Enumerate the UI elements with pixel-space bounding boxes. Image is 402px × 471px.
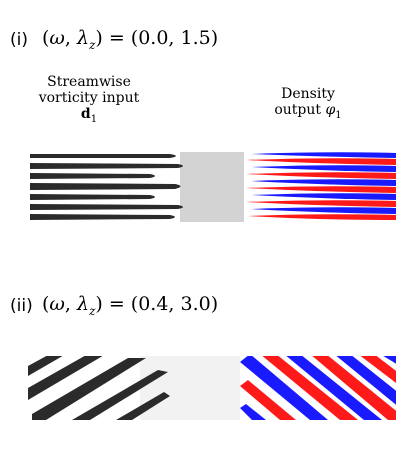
input-label-line1: Streamwise (47, 74, 131, 90)
output-streak-red (246, 186, 396, 193)
input-label-line2: vorticity input (38, 90, 140, 106)
input-streak (116, 392, 170, 420)
panel-ii-center-band (140, 356, 250, 420)
panel-ii-label: (ii) (10, 296, 33, 316)
panel-ii-input-streaks (28, 356, 170, 420)
output-streak-red (246, 200, 396, 207)
input-streak (30, 214, 175, 220)
input-streak (30, 183, 181, 190)
panel-i-visualization (30, 152, 396, 222)
output-streak-red (246, 172, 396, 179)
output-streak-red (312, 356, 396, 420)
output-streak-red (240, 380, 296, 420)
output-streak-red (262, 356, 358, 420)
output-label-line2: output φ1 (274, 102, 342, 121)
input-column-label: Streamwise vorticity input d1 (30, 74, 148, 128)
output-streak-blue (240, 404, 266, 420)
panel-i-input-streaks (30, 154, 183, 220)
input-label-symbol: d1 (80, 106, 98, 125)
output-streak-blue (252, 193, 396, 200)
panel-ii-equation: (ω, λz) = (0.4, 3.0) (42, 293, 219, 318)
input-streak (30, 194, 155, 200)
output-streak-blue (250, 207, 396, 214)
output-streak-red (248, 214, 396, 220)
panel-i-label: (i) (10, 30, 28, 50)
output-streak-blue (252, 165, 396, 172)
output-streak-blue (250, 179, 396, 186)
input-streak (28, 356, 103, 400)
output-column-label: Density output φ1 (265, 86, 351, 124)
panel-i-output-streaks (246, 152, 396, 220)
output-streak-red (246, 158, 396, 165)
panel-i-equation: (ω, λz) = (0.0, 1.5) (42, 27, 219, 52)
input-streak (72, 370, 168, 420)
input-streak (30, 204, 183, 210)
input-streak (30, 154, 176, 158)
output-streak-blue (240, 356, 328, 420)
output-streak-blue (286, 356, 382, 420)
output-label-line1: Density (281, 86, 335, 102)
panel-ii-visualization (28, 356, 396, 420)
input-streak (32, 358, 146, 420)
output-streak-blue (250, 152, 396, 158)
input-streak (30, 173, 155, 179)
input-streak (30, 163, 183, 169)
